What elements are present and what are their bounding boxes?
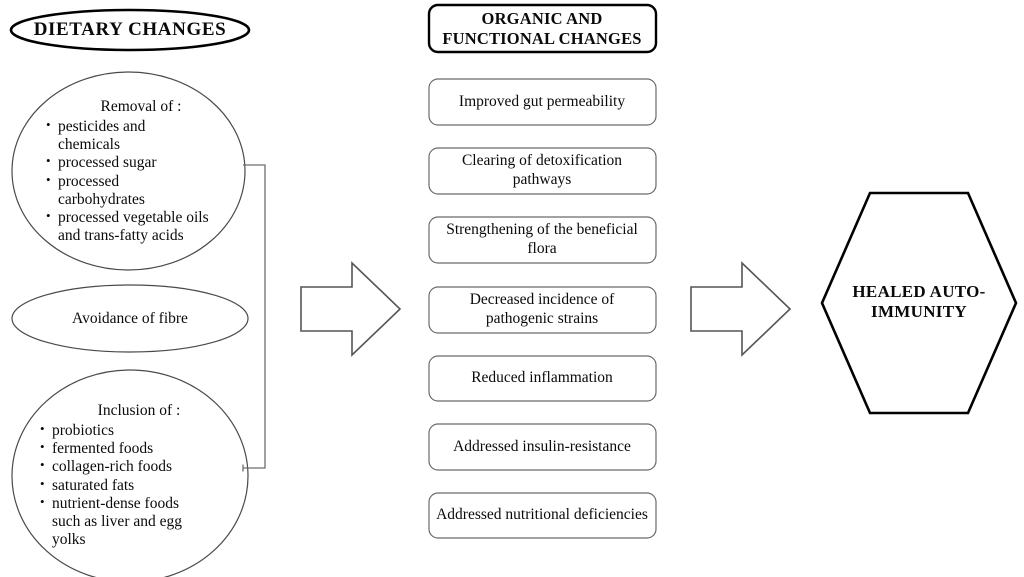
mid-box-5-line-1: Reduced inflammation bbox=[471, 369, 613, 387]
outcome-line-2: IMMUNITY bbox=[871, 302, 967, 321]
list-item: chemicals bbox=[58, 135, 120, 153]
list-item: processed bbox=[46, 171, 236, 191]
list-item: collagen-rich foods bbox=[40, 457, 238, 476]
removal-heading: Removal of : bbox=[100, 98, 182, 116]
inclusion-circle-content: Inclusion of : probiotics fermented food… bbox=[22, 386, 238, 566]
mid-box-4-label: Decreased incidence of pathogenic strain… bbox=[432, 287, 652, 333]
header-line-2: FUNCTIONAL CHANGES bbox=[442, 28, 642, 48]
mid-box-7-label: Addressed nutritional deficiencies bbox=[432, 493, 652, 538]
list-item: nutrient-dense foods bbox=[40, 494, 238, 513]
mid-box-2-label: Clearing of detoxification pathways bbox=[432, 148, 652, 194]
mid-box-2-line-2: pathways bbox=[512, 171, 572, 188]
healed-autoimmunity-label: HEALED AUTO- IMMUNITY bbox=[842, 272, 996, 332]
outcome-line-1: HEALED AUTO- bbox=[852, 281, 986, 301]
mid-box-3-line-2: flora bbox=[527, 240, 557, 257]
organic-functional-header-label: ORGANIC AND FUNCTIONAL CHANGES bbox=[430, 6, 654, 51]
mid-box-6-label: Addressed insulin-resistance bbox=[432, 424, 652, 470]
mid-box-2-line-1: Clearing of detoxification bbox=[461, 152, 623, 170]
mid-box-6-line-1: Addressed insulin-resistance bbox=[453, 437, 631, 455]
mid-box-3-line-1: Strengthening of the beneficial bbox=[446, 221, 638, 239]
dietary-changes-label: DIETARY CHANGES bbox=[33, 19, 227, 41]
list-item: processed sugar bbox=[46, 153, 236, 172]
list-item: carbohydrates bbox=[58, 190, 145, 208]
left-column-bracket bbox=[243, 164, 266, 469]
mid-box-4-line-2: pathogenic strains bbox=[485, 310, 599, 327]
mid-box-5-label: Reduced inflammation bbox=[432, 356, 652, 401]
list-item: probiotics bbox=[40, 421, 238, 440]
removal-circle-content: Removal of : pesticides and chemicals pr… bbox=[22, 80, 236, 264]
list-item: saturated fats bbox=[40, 475, 238, 495]
list-item: processed vegetable oils bbox=[46, 208, 236, 227]
header-line-1: ORGANIC AND bbox=[481, 9, 603, 29]
mid-box-3-label: Strengthening of the beneficial flora bbox=[432, 217, 652, 263]
list-item: yolks bbox=[52, 531, 86, 549]
mid-box-1-label: Improved gut permeability bbox=[432, 79, 652, 125]
avoidance-label: Avoidance of fibre bbox=[72, 309, 188, 327]
removal-list: pesticides and chemicals processed sugar… bbox=[46, 117, 236, 246]
list-item: and trans-fatty acids bbox=[58, 227, 184, 245]
mid-box-7-line-1: Addressed nutritional deficiencies bbox=[436, 506, 648, 524]
inclusion-list: probiotics fermented foods collagen-rich… bbox=[40, 421, 238, 550]
mid-box-4-line-1: Decreased incidence of bbox=[469, 291, 615, 309]
mid-box-1-line-1: Improved gut permeability bbox=[458, 92, 626, 110]
arrow-middle-to-outcome bbox=[690, 261, 792, 357]
list-item: such as liver and egg bbox=[52, 513, 182, 531]
inclusion-heading: Inclusion of : bbox=[97, 402, 181, 420]
list-item: fermented foods bbox=[40, 439, 238, 458]
arrow-left-to-middle bbox=[300, 261, 402, 357]
list-item: pesticides and bbox=[46, 117, 236, 136]
